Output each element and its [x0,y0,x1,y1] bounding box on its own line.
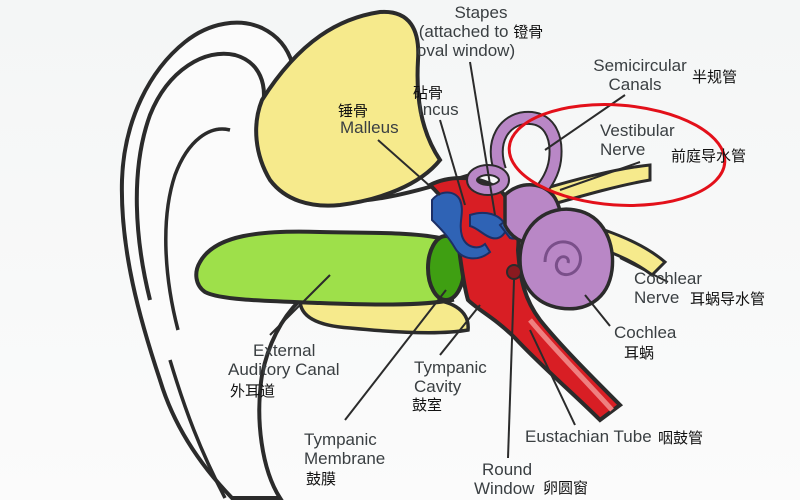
label-stapes-line3: oval window) [416,41,516,60]
label-tympanic-cavity-line1: Tympanic [414,358,487,377]
label-tympanic-membrane: Tympanic Membrane [304,430,385,468]
highlight-ellipse [507,103,727,207]
label-tympanic-membrane-line2: Membrane [304,449,386,468]
label-incus: Incus [418,100,459,119]
label-stapes-line2: (attached to 镫骨 [404,22,558,41]
eustachian-tube-lumen [528,318,614,412]
label-semicircular-line1: Semicircular [593,56,687,75]
external-auditory-canal [194,229,455,307]
label-cochlear-nerve-line1: Cochlear [634,269,703,288]
label-round-window-line1: Round [482,460,533,479]
label-cochlear-nerve-cn: 耳蜗导水管 [690,290,766,308]
pointer-lines [269,61,669,459]
label-malleus-cn: 锤骨 [338,102,369,120]
label-stapes-line1: Stapes [454,3,508,22]
label-stapes-line2-text: (attached to [418,22,509,41]
label-vestibular-line1: Vestibular [600,121,675,140]
label-vestibular: Vestibular Nerve [600,121,675,159]
label-external-line2: Auditory Canal [228,360,340,379]
label-external-line1: External [253,341,316,360]
round-window [506,264,522,280]
label-tympanic-membrane-line1: Tympanic [304,430,377,449]
label-tympanic-cavity: Tympanic Cavity [414,358,487,396]
malleus-bone [431,191,492,260]
label-stapes: Stapes (attached to 镫骨 oval window) [404,3,558,60]
cochlea-spiral [543,240,582,277]
label-vestibular-line2: Nerve [600,140,646,159]
label-stapes-cn: 镫骨 [513,23,544,41]
label-semicircular-cn: 半规管 [692,68,738,86]
label-incus-cn: 砧骨 [413,84,444,102]
auricle-inner-fold [134,51,266,301]
label-cochlear-nerve: Cochlear Nerve [634,269,702,307]
label-vestibular-cn: 前庭导水管 [671,147,747,165]
label-round-window: Round Window [474,460,534,498]
incus-bone [469,211,507,240]
label-cochlea: Cochlea [614,323,677,342]
label-tympanic-cavity-line2: Cavity [414,377,462,396]
label-eustachian-cn: 咽鼓管 [658,429,704,447]
label-external-cn: 外耳道 [230,382,276,400]
label-round-window-line2: Window [474,479,535,498]
label-tympanic-cavity-cn: 鼓室 [412,396,443,414]
label-semicircular: Semicircular Canals [585,56,695,94]
auricle-antihelix [164,127,231,331]
label-round-window-cn: 卵圆窗 [543,479,589,497]
auricle-lobe [168,359,227,499]
label-cochlea-cn: 耳蜗 [624,344,655,362]
label-cochlear-nerve-line2: Nerve [634,288,680,307]
label-eustachian: Eustachian Tube [525,427,652,446]
semicircular-canals-fill [491,112,561,195]
temporal-bone-upper [254,9,443,208]
label-external: External Auditory Canal [228,341,340,379]
label-malleus: Malleus [340,118,399,137]
label-tympanic-membrane-cn: 鼓膜 [306,470,337,488]
label-semicircular-line2: Canals [608,75,662,94]
